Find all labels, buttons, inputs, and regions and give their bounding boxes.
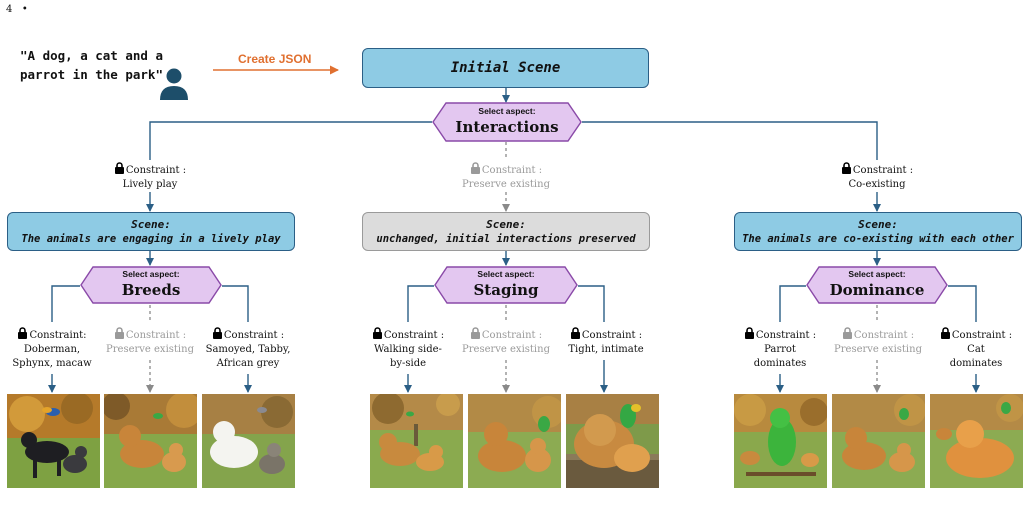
unlock-icon <box>470 327 480 339</box>
image-dominance-preserve <box>832 394 925 488</box>
lock-icon <box>18 327 28 339</box>
image-parrot-dominates <box>734 394 827 488</box>
leaf-constraint-doberman: Constraint: Doberman, Sphynx, macaw <box>2 327 102 371</box>
image-staging-preserve <box>468 394 561 488</box>
image-retriever-cat-parrot <box>104 394 197 488</box>
scene-box-co-existing: Scene: The animals are co-existing with … <box>734 212 1022 251</box>
leaf-constraint-preserve: Constraint : Preserve existing <box>458 327 554 357</box>
constraint-lively-play: Constraint : Lively play <box>80 162 220 192</box>
lock-icon <box>841 162 851 174</box>
aspect-hexagon-staging: Select aspect: Staging <box>434 266 578 304</box>
prompt-text: "A dog, a cat and a parrot in the park" <box>20 48 163 82</box>
lock-icon <box>744 327 754 339</box>
scene-box-unchanged: Scene: unchanged, initial interactions p… <box>362 212 650 251</box>
aspect-hexagon-breeds: Select aspect: Breeds <box>80 266 222 304</box>
lock-icon <box>114 162 124 174</box>
lock-icon <box>940 327 950 339</box>
root-aspect-hexagon: Select aspect: Interactions <box>432 102 582 142</box>
leaf-constraint-samoyed: Constraint : Samoyed, Tabby, African gre… <box>198 327 298 371</box>
image-tight-intimate <box>566 394 659 488</box>
unlock-icon <box>842 327 852 339</box>
leaf-constraint-walking: Constraint : Walking side- by-side <box>358 327 458 371</box>
image-cat-dominates <box>930 394 1023 488</box>
initial-scene-box: Initial Scene <box>362 48 649 88</box>
aspect-hexagon-dominance: Select aspect: Dominance <box>806 266 948 304</box>
unlock-icon <box>114 327 124 339</box>
initial-scene-label: Initial Scene <box>450 60 561 76</box>
lock-icon <box>372 327 382 339</box>
leaf-constraint-parrot: Constraint : Parrot dominates <box>730 327 830 371</box>
image-samoyed-tabby-grey-parrot <box>202 394 295 488</box>
image-walking-side-by-side <box>370 394 463 488</box>
user-icon <box>160 68 188 100</box>
page-number: 4 • <box>6 4 28 15</box>
root-aspect-label: Select aspect: <box>478 106 536 116</box>
constraint-co-existing: Constraint : Co-existing <box>807 162 947 192</box>
image-doberman-sphynx-macaw <box>7 394 100 488</box>
root-aspect-name: Interactions <box>455 118 559 136</box>
constraint-preserve-existing: Constraint : Preserve existing <box>436 162 576 192</box>
leaf-constraint-preserve: Constraint : Preserve existing <box>102 327 198 357</box>
lock-icon-gray <box>470 162 480 174</box>
leaf-constraint-cat: Constraint : Cat dominates <box>928 327 1024 371</box>
leaf-constraint-preserve: Constraint : Preserve existing <box>830 327 926 357</box>
lock-icon <box>570 327 580 339</box>
lock-icon <box>212 327 222 339</box>
leaf-constraint-tight: Constraint : Tight, intimate <box>556 327 656 357</box>
scene-box-lively-play: Scene: The animals are engaging in a liv… <box>7 212 295 251</box>
create-json-label: Create JSON <box>238 52 312 66</box>
